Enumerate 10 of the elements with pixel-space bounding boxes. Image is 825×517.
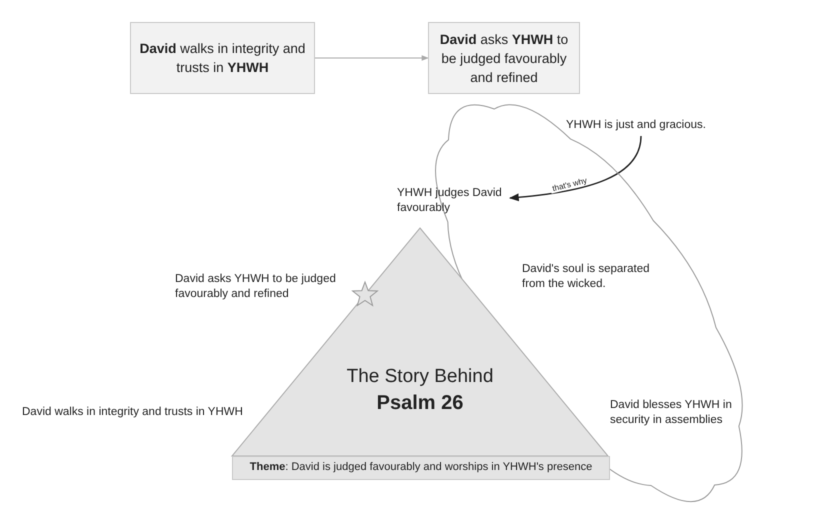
plot-point-text: David asks YHWH to be judged favourably and refined bbox=[175, 272, 337, 302]
note-text: YHWH is just and gracious. bbox=[566, 118, 716, 136]
story-box: David walks in integrity and trusts in YHWH bbox=[130, 22, 315, 94]
theme-bar: Theme: David is judged favourably and worships in YHWH's presence bbox=[232, 456, 610, 480]
subtitle-text: The Story Behind bbox=[346, 366, 494, 388]
note-text: YHWH judges David favourably bbox=[397, 186, 510, 220]
plot-point-text: David blesses YHWH in security in assemblies bbox=[610, 398, 733, 428]
plot-point-text: David's soul is separated from the wicked. bbox=[522, 262, 650, 292]
story-box: David asks YHWH to be judged favourably and refined bbox=[428, 22, 580, 94]
plot-point-text: David walks in integrity and trusts in YHWH bbox=[22, 405, 244, 420]
